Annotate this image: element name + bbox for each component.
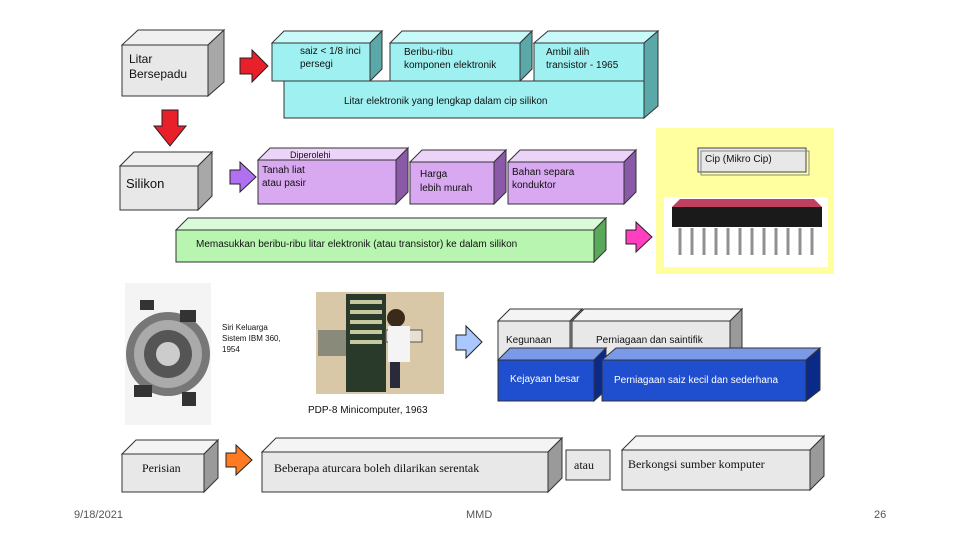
green-bar: [174, 216, 608, 264]
footer-date: 9/18/2021: [74, 509, 123, 521]
adv-head-box: [496, 346, 608, 403]
chip-label: Cip (Mikro Cip): [705, 154, 772, 165]
use1-box: [570, 307, 744, 362]
diperolehi-caption: Diperolehi: [290, 150, 331, 160]
or-label: atau: [574, 458, 594, 472]
perisian-label: Perisian: [142, 461, 181, 475]
purple-box-price: [408, 148, 508, 206]
cyan-bar-label: Litar elektronik yang lengkap dalam cip …: [344, 96, 548, 107]
use-head-label: Kegunaan: [506, 335, 552, 346]
orange-arrow-right-icon: [225, 443, 253, 477]
purple-box-semiconductor: [506, 148, 638, 206]
magenta-arrow-right-icon: [625, 220, 653, 254]
footer-page-number: 26: [874, 509, 887, 521]
row4-box1: [260, 436, 564, 494]
pdp8-caption: PDP-8 Minicomputer, 1963: [308, 405, 428, 416]
lightblue-arrow-right-icon: [455, 324, 483, 360]
footer-center: MMD: [466, 509, 493, 521]
semiconductor-label: Bahan separa konduktor: [512, 167, 575, 191]
price-label: Harga lebih murah: [420, 169, 473, 194]
perisian-box: [120, 438, 220, 494]
litar-bersepadu-label: Litar Bersepadu: [129, 52, 188, 81]
red-arrow-down-icon: [152, 109, 188, 147]
clay-label: Tanah liat atau pasir: [262, 165, 306, 189]
row4-box2-label: Berkongsi sumber komputer: [628, 457, 765, 471]
size-label: saiz < 1/8 inci persegi: [300, 46, 361, 70]
use1-label: Perniagaan dan saintifik: [596, 335, 703, 346]
components-label: Beribu-ribu komponen elektronik: [404, 47, 497, 71]
pdp8-photo: [316, 292, 444, 394]
row4-box1-label: Beberapa aturcara boleh dilarikan serent…: [274, 461, 480, 475]
row4-box2: [620, 434, 826, 492]
transistor-label: Ambil alih transistor - 1965: [546, 47, 619, 71]
cyan-box-size: [270, 29, 384, 83]
purple-arrow-right-icon: [229, 160, 257, 194]
silikon-label: Silikon: [126, 176, 165, 191]
microchip-icon: [664, 197, 828, 267]
use2-label: Perniagaan saiz kecil dan sederhana: [614, 375, 778, 386]
litar-bersepadu-box: [120, 28, 226, 98]
silikon-box: [118, 150, 214, 212]
green-bar-label: Memasukkan beribu-ribu litar elektronik …: [196, 239, 518, 250]
cyan-bar: [283, 80, 645, 119]
or-box: [565, 449, 611, 481]
ibm-360-photo: [125, 283, 211, 425]
use2-box: [600, 346, 822, 403]
cyan-box-components: [388, 29, 534, 83]
ibm-caption: Siri Keluarga Sistem IBM 360, 1954: [222, 323, 281, 354]
cyan-box-transistor: [532, 29, 660, 120]
adv-head-label: Kejayaan besar: [510, 374, 580, 385]
purple-box-clay: [256, 146, 410, 206]
red-arrow-right-icon: [239, 48, 269, 84]
